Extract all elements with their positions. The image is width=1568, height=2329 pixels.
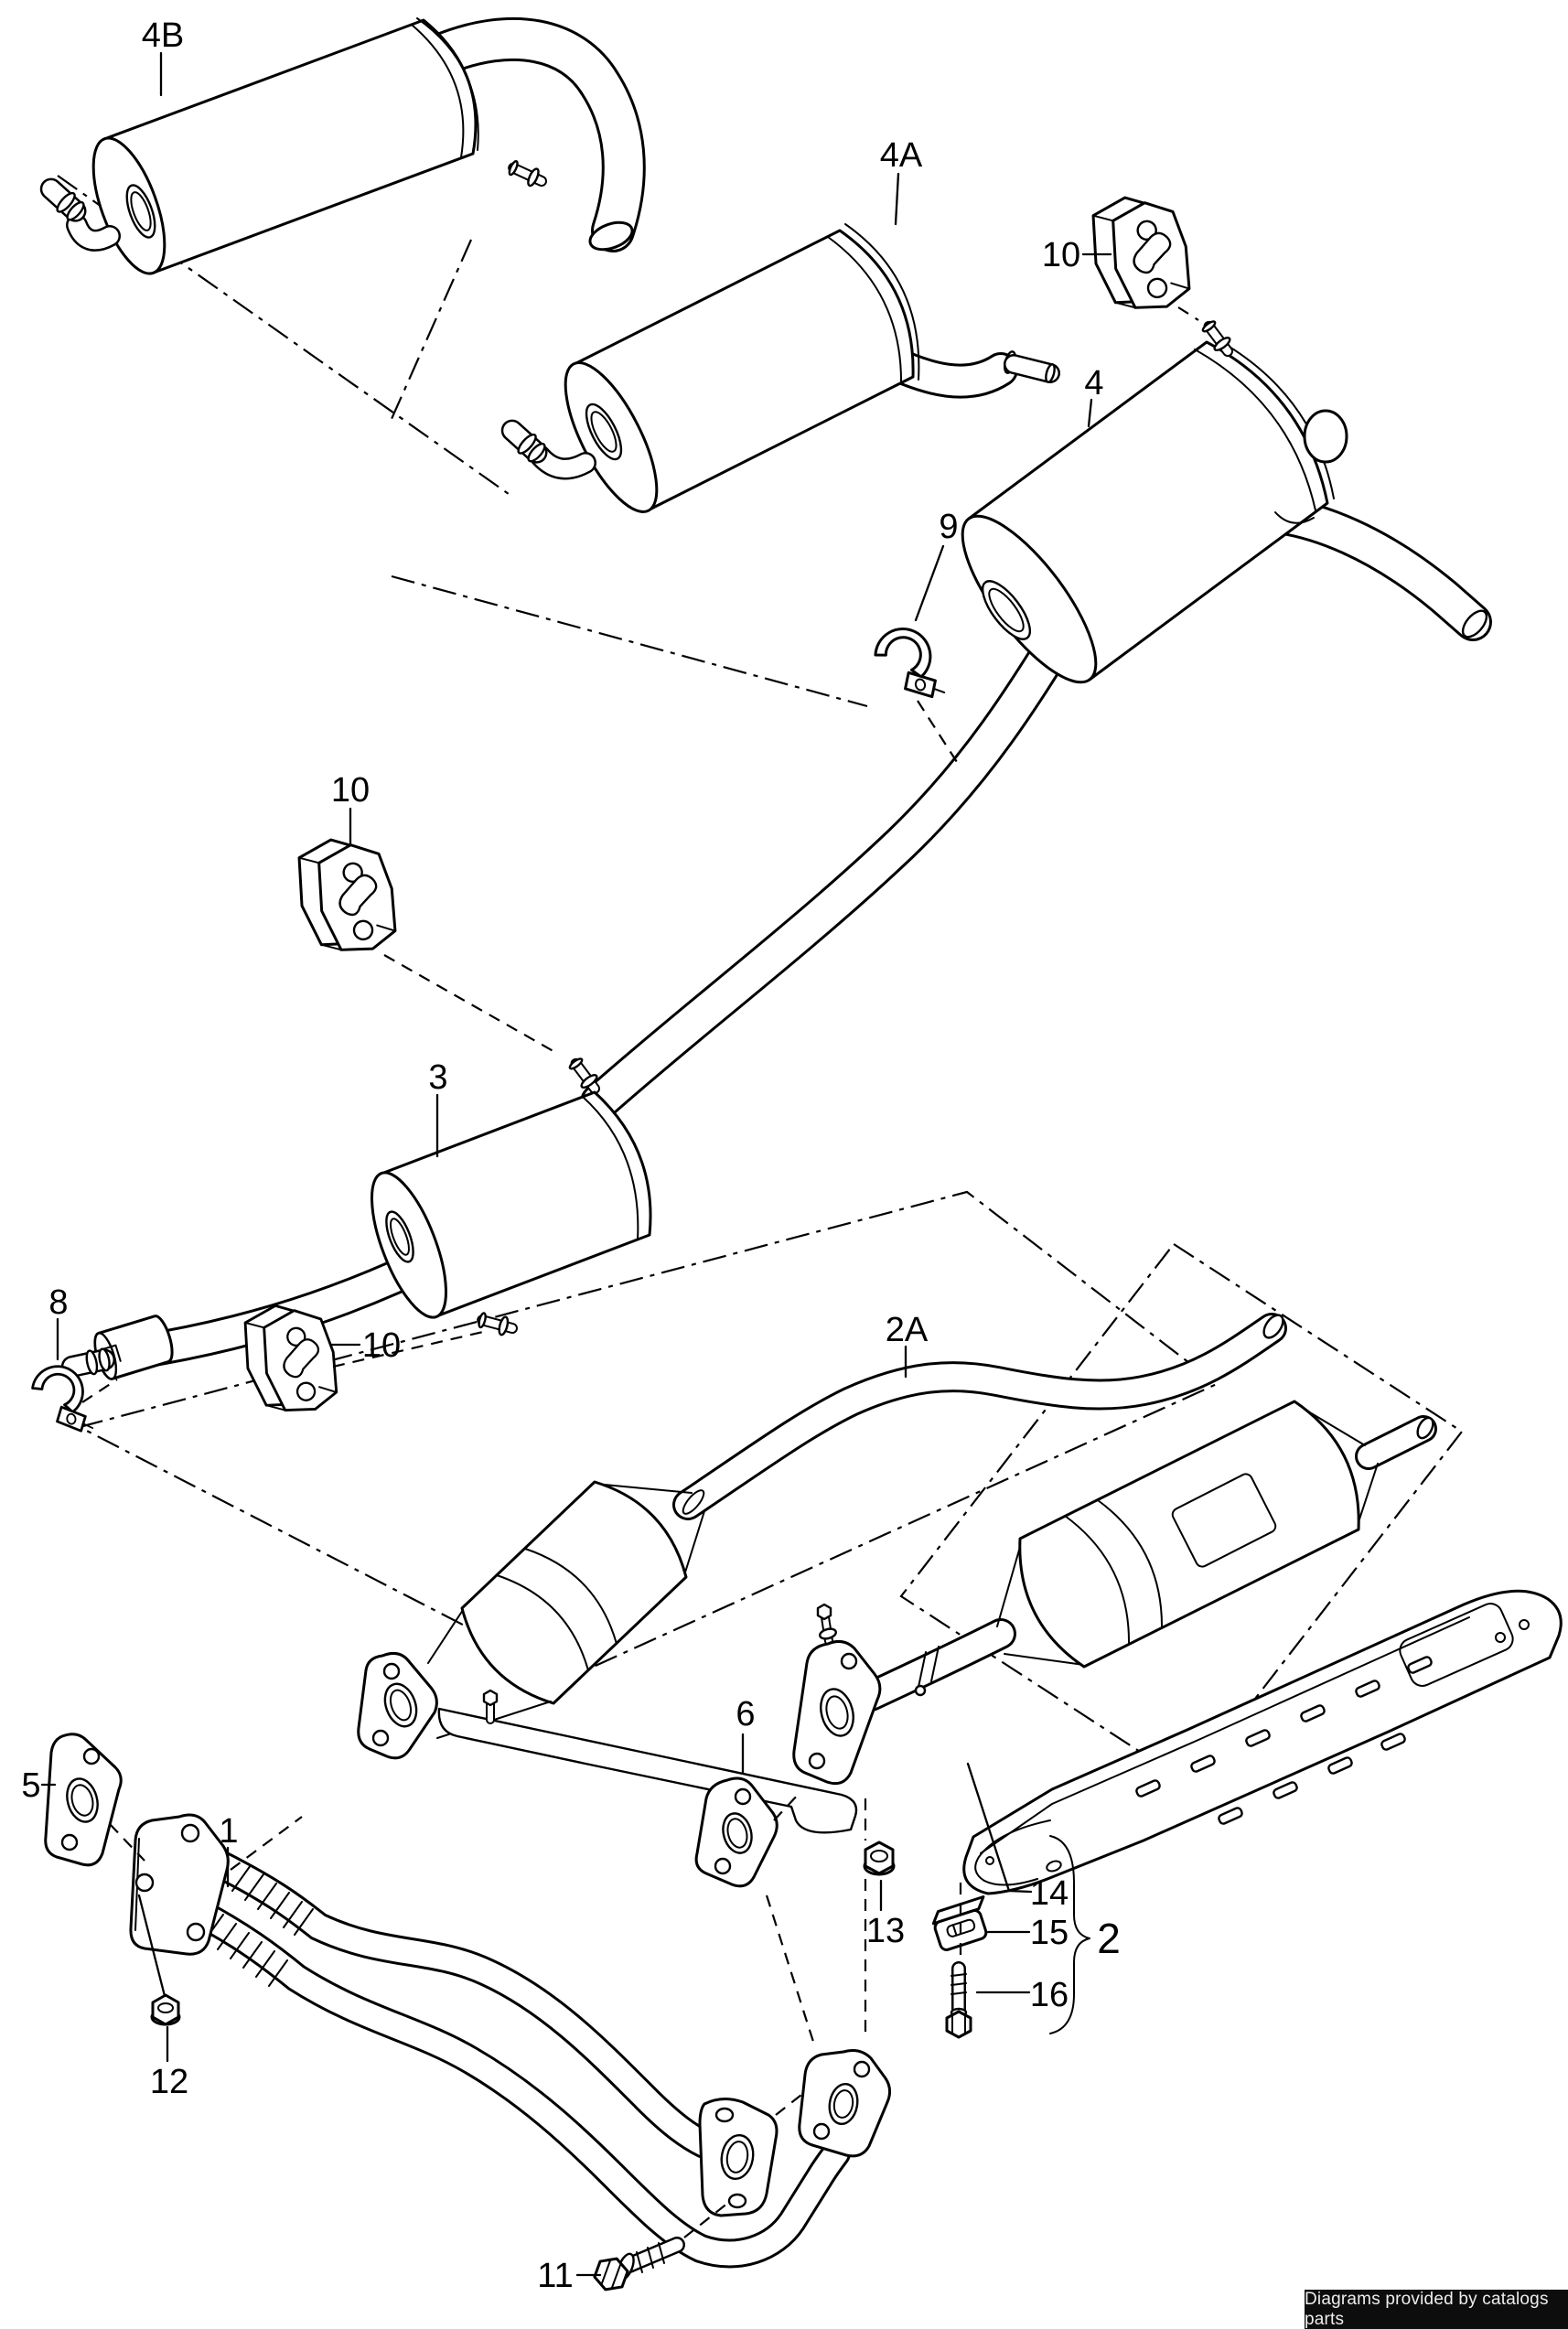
callout-12: 12 bbox=[150, 2063, 188, 2101]
heat-shield-14-drawing bbox=[962, 1589, 1563, 1895]
muffler-4-drawing bbox=[961, 318, 1348, 684]
assembly-axis-lines bbox=[81, 306, 1199, 2238]
callout-10-left: 10 bbox=[362, 1326, 401, 1365]
clamp-9-drawing bbox=[869, 620, 946, 710]
callout-10-mid: 10 bbox=[331, 771, 370, 810]
callout-3: 3 bbox=[428, 1058, 447, 1097]
bolt-16-drawing bbox=[945, 1961, 972, 2039]
callout-labels: 4B 4A 10 4 9 10 3 8 10 2A 5 1 6 12 13 11… bbox=[21, 16, 1120, 2295]
callout-10-top: 10 bbox=[1042, 236, 1080, 274]
front-pipe-1-right-flange bbox=[798, 2049, 892, 2158]
callout-9: 9 bbox=[939, 508, 958, 546]
catalyst-2a-flange bbox=[357, 1651, 438, 1760]
callout-14: 14 bbox=[1030, 1874, 1069, 1913]
callout-8: 8 bbox=[48, 1283, 68, 1322]
bolt-11-drawing bbox=[593, 2237, 685, 2291]
callout-11: 11 bbox=[537, 2257, 573, 2295]
nut-13-drawing bbox=[863, 1841, 896, 1876]
callout-4a: 4A bbox=[880, 136, 923, 175]
front-pipe-1-drawing bbox=[129, 1813, 892, 2269]
callout-2: 2 bbox=[1097, 1915, 1121, 1962]
callout-6: 6 bbox=[736, 1695, 755, 1733]
nut-12-drawing bbox=[150, 1993, 181, 2026]
muffler-4b-drawing bbox=[43, 16, 646, 275]
callout-16: 16 bbox=[1030, 1976, 1069, 2014]
catalyst-2-drawing bbox=[855, 1400, 1437, 1712]
hanger-10-top-drawing bbox=[1082, 186, 1199, 321]
clamp-15-drawing bbox=[931, 1895, 988, 1951]
gasket-6-drawing bbox=[694, 1776, 779, 1888]
callout-15: 15 bbox=[1030, 1914, 1069, 1952]
front-pipe-1-left-flange bbox=[698, 2098, 779, 2217]
callout-4: 4 bbox=[1084, 364, 1103, 402]
hanger-10-mid-drawing bbox=[288, 828, 405, 963]
callout-2a: 2A bbox=[886, 1311, 929, 1349]
flex-corrugations bbox=[204, 1864, 314, 1987]
footer-credit: Diagrams provided by catalogs parts bbox=[1305, 2290, 1568, 2329]
callout-5: 5 bbox=[21, 1766, 40, 1805]
muffler-4a-drawing bbox=[504, 223, 1060, 513]
muffler-3-drawing bbox=[70, 1090, 652, 1381]
leader-lines bbox=[40, 51, 1112, 2277]
catalyst-2a-drawing bbox=[357, 1313, 1287, 1834]
callout-1: 1 bbox=[219, 1812, 238, 1851]
callout-4b: 4B bbox=[142, 16, 184, 55]
catalyst-2-flange-drawing bbox=[792, 1603, 882, 1786]
callout-13: 13 bbox=[866, 1912, 905, 1950]
gasket-5-drawing bbox=[44, 1733, 123, 1867]
group-2-brace bbox=[1049, 1835, 1090, 2034]
front-pipe-1-flange bbox=[129, 1813, 230, 1956]
catalyst-2a-bracket bbox=[437, 1689, 858, 1834]
